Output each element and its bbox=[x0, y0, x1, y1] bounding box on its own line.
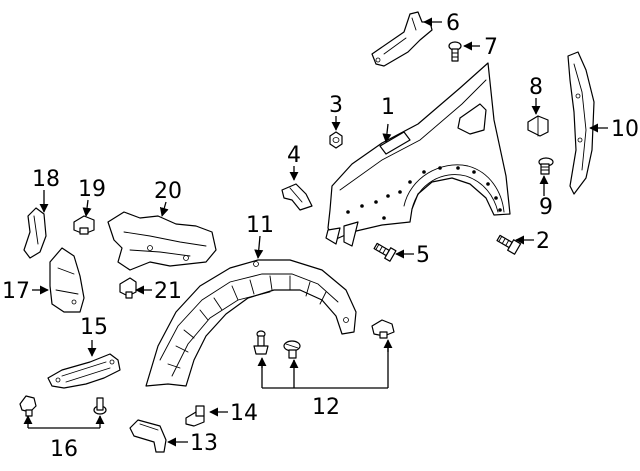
clip-icon bbox=[283, 340, 301, 359]
insulator-part bbox=[107, 211, 217, 271]
clip-icon bbox=[73, 215, 95, 235]
callout-13: 13 bbox=[190, 431, 218, 456]
side-bracket-part bbox=[49, 247, 85, 313]
callout-18: 18 bbox=[32, 167, 60, 192]
bolt-icon bbox=[496, 234, 522, 255]
push-pin-icon bbox=[253, 330, 269, 355]
clip-icon bbox=[185, 405, 205, 427]
callout-21: 21 bbox=[154, 279, 182, 304]
screw-icon bbox=[538, 157, 554, 175]
callout-11: 11 bbox=[246, 213, 274, 238]
clip-icon bbox=[119, 277, 137, 299]
callout-labels: 1 2 3 4 5 6 7 8 9 10 11 12 13 14 15 16 1… bbox=[2, 11, 639, 462]
callout-15: 15 bbox=[80, 315, 108, 340]
clip-icon bbox=[448, 41, 462, 62]
callout-19: 19 bbox=[78, 177, 106, 202]
callout-8: 8 bbox=[529, 75, 543, 100]
upright-bracket-part bbox=[23, 207, 47, 259]
callout-10: 10 bbox=[611, 117, 639, 142]
callout-16: 16 bbox=[50, 437, 78, 462]
fender-part bbox=[325, 62, 511, 247]
callout-1: 1 bbox=[381, 95, 395, 120]
callout-3: 3 bbox=[329, 93, 343, 118]
callout-5: 5 bbox=[416, 243, 430, 268]
fender-liner-part bbox=[145, 259, 357, 387]
clip-icon bbox=[19, 395, 37, 417]
callout-2: 2 bbox=[536, 229, 550, 254]
callout-12: 12 bbox=[312, 395, 340, 420]
upper-bracket-part bbox=[371, 11, 433, 67]
callout-leaders bbox=[23, 17, 608, 447]
tab-part bbox=[527, 115, 549, 137]
callout-17: 17 bbox=[2, 279, 30, 304]
callout-14: 14 bbox=[230, 401, 258, 426]
screw-icon bbox=[373, 242, 397, 262]
callout-9: 9 bbox=[539, 195, 553, 220]
callout-20: 20 bbox=[154, 179, 182, 204]
callout-6: 6 bbox=[446, 11, 460, 36]
splash-shield-part bbox=[47, 353, 121, 389]
nut-icon bbox=[329, 131, 343, 149]
push-pin-icon bbox=[93, 397, 107, 415]
callout-7: 7 bbox=[484, 35, 498, 60]
callout-4: 4 bbox=[287, 143, 301, 168]
vertical-seal-part bbox=[567, 51, 595, 195]
lower-bracket-part bbox=[129, 419, 167, 453]
small-bracket-part bbox=[281, 183, 313, 211]
clip-icon bbox=[371, 319, 395, 339]
